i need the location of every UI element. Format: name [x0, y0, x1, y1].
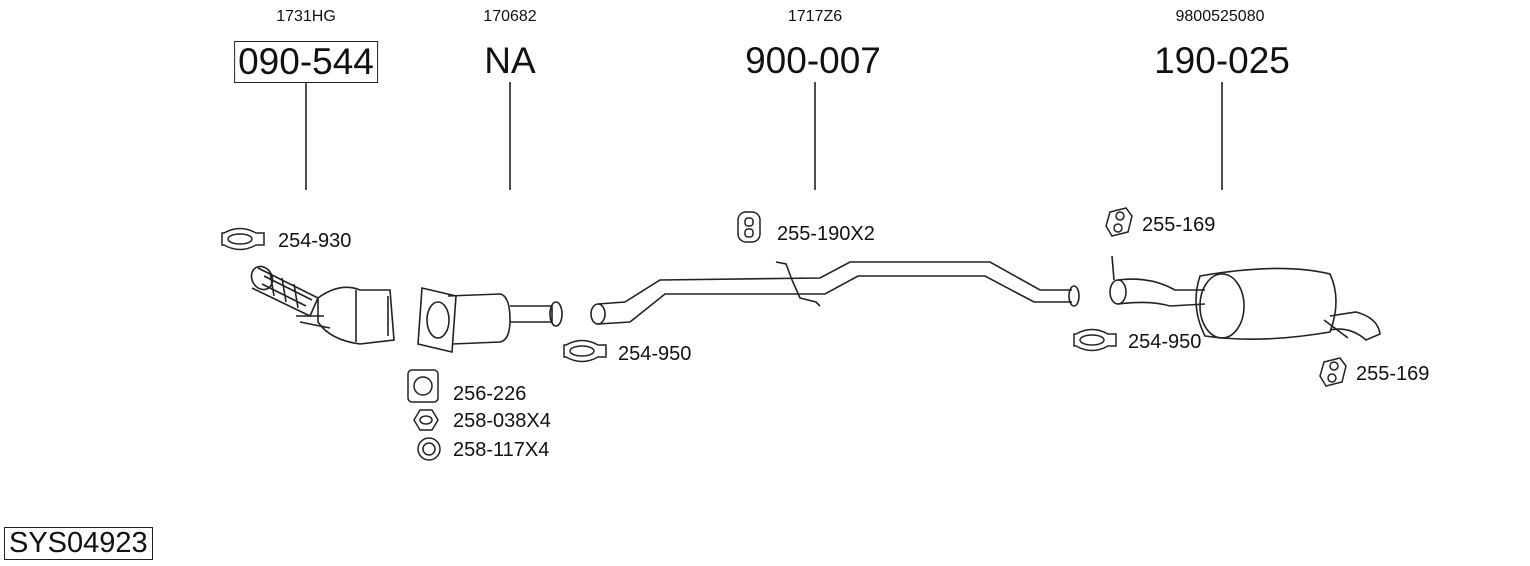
- accessory-label[interactable]: 258-038X4: [453, 410, 551, 432]
- oe-number: 9800525080: [1175, 8, 1265, 25]
- rubber-mount-icon: [1319, 357, 1347, 387]
- oe-number: 170682: [483, 8, 537, 25]
- part-number-label[interactable]: NA: [484, 40, 536, 81]
- part-number-label[interactable]: 900-007: [745, 40, 881, 81]
- accessory-label[interactable]: 255-169: [1356, 363, 1430, 385]
- system-id-label: SYS04923: [4, 527, 153, 561]
- clamp-icon: [563, 339, 607, 363]
- nut-icon: [413, 409, 439, 431]
- rubber-mount-icon: [1105, 207, 1133, 237]
- accessory-label[interactable]: 254-950: [618, 343, 692, 365]
- accessory-label[interactable]: 256-226: [453, 383, 527, 405]
- front-pipe-flex-part: [250, 265, 395, 345]
- accessory-label[interactable]: 255-190X2: [777, 223, 875, 245]
- accessory-label[interactable]: 255-169: [1142, 214, 1216, 236]
- clamp-icon: [221, 227, 265, 251]
- part-number-label[interactable]: 090-544: [234, 41, 378, 83]
- clamp-icon: [1073, 328, 1117, 352]
- accessory-label[interactable]: 254-950: [1128, 331, 1202, 353]
- accessory-label[interactable]: 254-930: [278, 230, 352, 252]
- washer-ring-icon: [417, 437, 441, 461]
- rubber-hanger-icon: [737, 211, 761, 243]
- oe-number: 1731HG: [276, 8, 336, 25]
- gasket-icon: [407, 369, 439, 403]
- accessory-label[interactable]: 258-117X4: [453, 439, 550, 461]
- oe-number: 1717Z6: [787, 8, 843, 25]
- rear-silencer-part: [1109, 255, 1381, 341]
- intermediate-pipe-part: [590, 261, 1080, 325]
- part-number-label[interactable]: 190-025: [1154, 40, 1290, 81]
- catalyst-part: [417, 287, 563, 353]
